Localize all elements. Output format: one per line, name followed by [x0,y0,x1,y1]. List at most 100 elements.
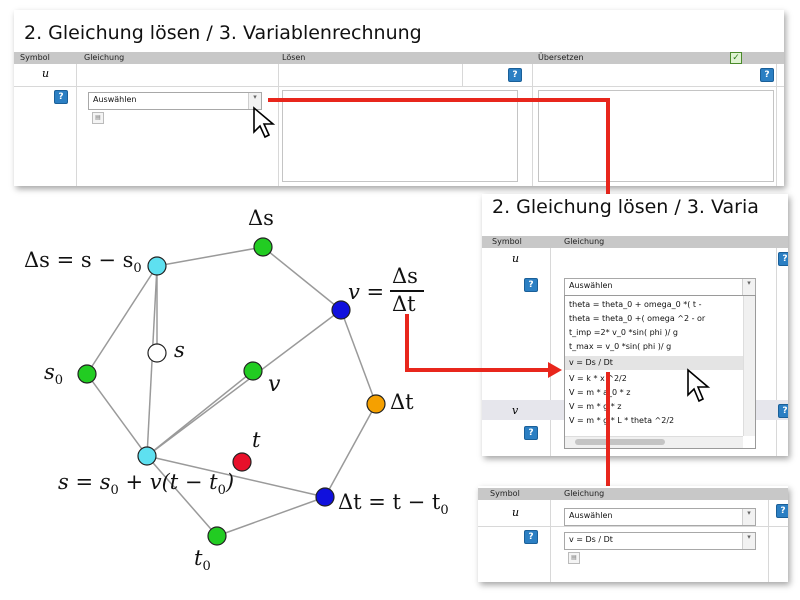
table-header: Symbol Gleichung [478,488,788,500]
scroll-thumb[interactable] [575,439,665,445]
table-header: Symbol Gleichung [482,236,788,248]
edge [324,403,377,498]
node-t0 [207,526,227,546]
edge [146,309,342,457]
node-dt [366,394,386,414]
chevron-down-icon[interactable]: ▾ [248,93,261,109]
solve-textarea[interactable] [282,90,518,182]
node-v [243,361,263,381]
label-dt-equation: Δt = t − t0 [338,490,449,518]
top-panel: 2. Gleichung lösen / 3. Variablenrechnun… [14,10,784,186]
graph-edges [86,246,377,537]
dropdown-option[interactable]: V = m * g * L * theta ^2/2 [569,416,675,425]
label-sub: 0 [110,483,119,499]
translate-textarea[interactable] [538,90,774,182]
help-icon[interactable]: ? [778,252,788,266]
dropdown-option[interactable]: V = m * a_0 * z [569,388,631,397]
label-t0: t0 [194,546,211,574]
help-icon[interactable]: ? [508,68,522,82]
dropdown-option-selected[interactable]: v = Ds / Dt [565,356,743,370]
graph-nodes [77,237,386,546]
dropdown-option[interactable]: theta = theta_0 + omega_0 *( t - [569,300,702,309]
node-t [232,452,252,472]
dropdown-option[interactable]: V = k * x ^2/2 [569,374,627,383]
label-text: ) [225,470,235,494]
equation-select[interactable]: Auswählen ▾ [564,278,756,296]
document-icon[interactable]: ▤ [92,112,104,124]
dropdown-option[interactable]: V = m * g * z [569,402,622,411]
label-ds: Δs [248,206,274,230]
help-icon[interactable]: ? [54,90,68,104]
chevron-down-icon[interactable]: ▾ [742,509,755,525]
equation-select[interactable]: Auswählen ▾ [564,508,756,526]
node-s0 [77,364,97,384]
label-text: + v(t − t [125,470,218,494]
header-uebersetzen: Übersetzen [538,53,584,62]
symbol-v: v [512,404,519,417]
header-gleichung: Gleichung [564,237,605,246]
help-icon[interactable]: ? [760,68,774,82]
header-gleichung: Gleichung [84,53,125,62]
red-arrow-line [405,368,553,372]
label-text: s = s [58,470,111,494]
edge [216,496,326,537]
label-text: t [194,546,203,570]
divider [76,64,77,186]
edge [340,309,377,405]
label-sub: 0 [440,503,449,519]
dropdown-option[interactable]: t_imp =2* v_0 *sin( phi )/ g [569,328,678,337]
node-ds-eq [147,256,167,276]
symbol-u: u [42,67,50,80]
translate-checkbox[interactable]: ✓ [730,52,742,64]
label-t: t [252,428,261,452]
label-text: Δs = s − s [24,248,134,272]
header-symbol: Symbol [20,53,50,62]
vertical-scrollbar[interactable] [743,296,755,436]
equation-select[interactable]: Auswählen ▾ [88,92,262,110]
header-gleichung: Gleichung [564,489,605,498]
chevron-down-icon[interactable]: ▾ [742,533,755,549]
symbol-u: u [512,506,520,519]
edge [156,246,264,267]
select-value: Auswählen [569,511,613,520]
label-s0: s0 [44,360,63,388]
help-icon[interactable]: ? [778,404,788,418]
label-sub: 0 [202,559,211,575]
select-value: v = Ds / Dt [569,535,613,544]
edge [86,373,148,457]
header-symbol: Symbol [490,489,520,498]
label-sub: 0 [217,483,226,499]
symbol-u: u [512,252,520,265]
chevron-down-icon[interactable]: ▾ [742,279,755,295]
help-icon[interactable]: ? [524,278,538,292]
equation-select-filled[interactable]: v = Ds / Dt ▾ [564,532,756,550]
node-ds [253,237,273,257]
label-fraction-den: Δt [392,292,416,316]
divider [462,64,463,86]
help-icon[interactable]: ? [524,530,538,544]
divider [776,64,777,186]
page-title-cut: 2. Gleichung lösen / 3. Varia [492,196,759,218]
divider [768,500,769,582]
red-arrow-line [268,98,610,102]
node-dt-eq [315,487,335,507]
divider [14,86,784,87]
label-sub: 0 [133,261,142,277]
divider [550,248,551,456]
document-icon[interactable]: ▤ [568,552,580,564]
label-text: v = [348,280,385,304]
edge [146,455,218,537]
node-s [147,343,167,363]
select-value: Auswählen [93,95,137,104]
divider [776,248,777,456]
label-dt: Δt [390,390,414,414]
header-symbol: Symbol [492,237,522,246]
dropdown-option[interactable]: t_max = v_0 *sin( phi )/ g [569,342,672,351]
label-fraction-num: Δs [392,264,418,288]
node-s-eq [137,446,157,466]
dropdown-list[interactable]: theta = theta_0 + omega_0 *( t - theta =… [564,295,756,449]
horizontal-scrollbar[interactable] [565,436,743,448]
help-icon[interactable]: ? [776,504,788,518]
help-icon[interactable]: ? [524,426,538,440]
dropdown-option[interactable]: theta = theta_0 +( omega ^2 - or [569,314,706,323]
